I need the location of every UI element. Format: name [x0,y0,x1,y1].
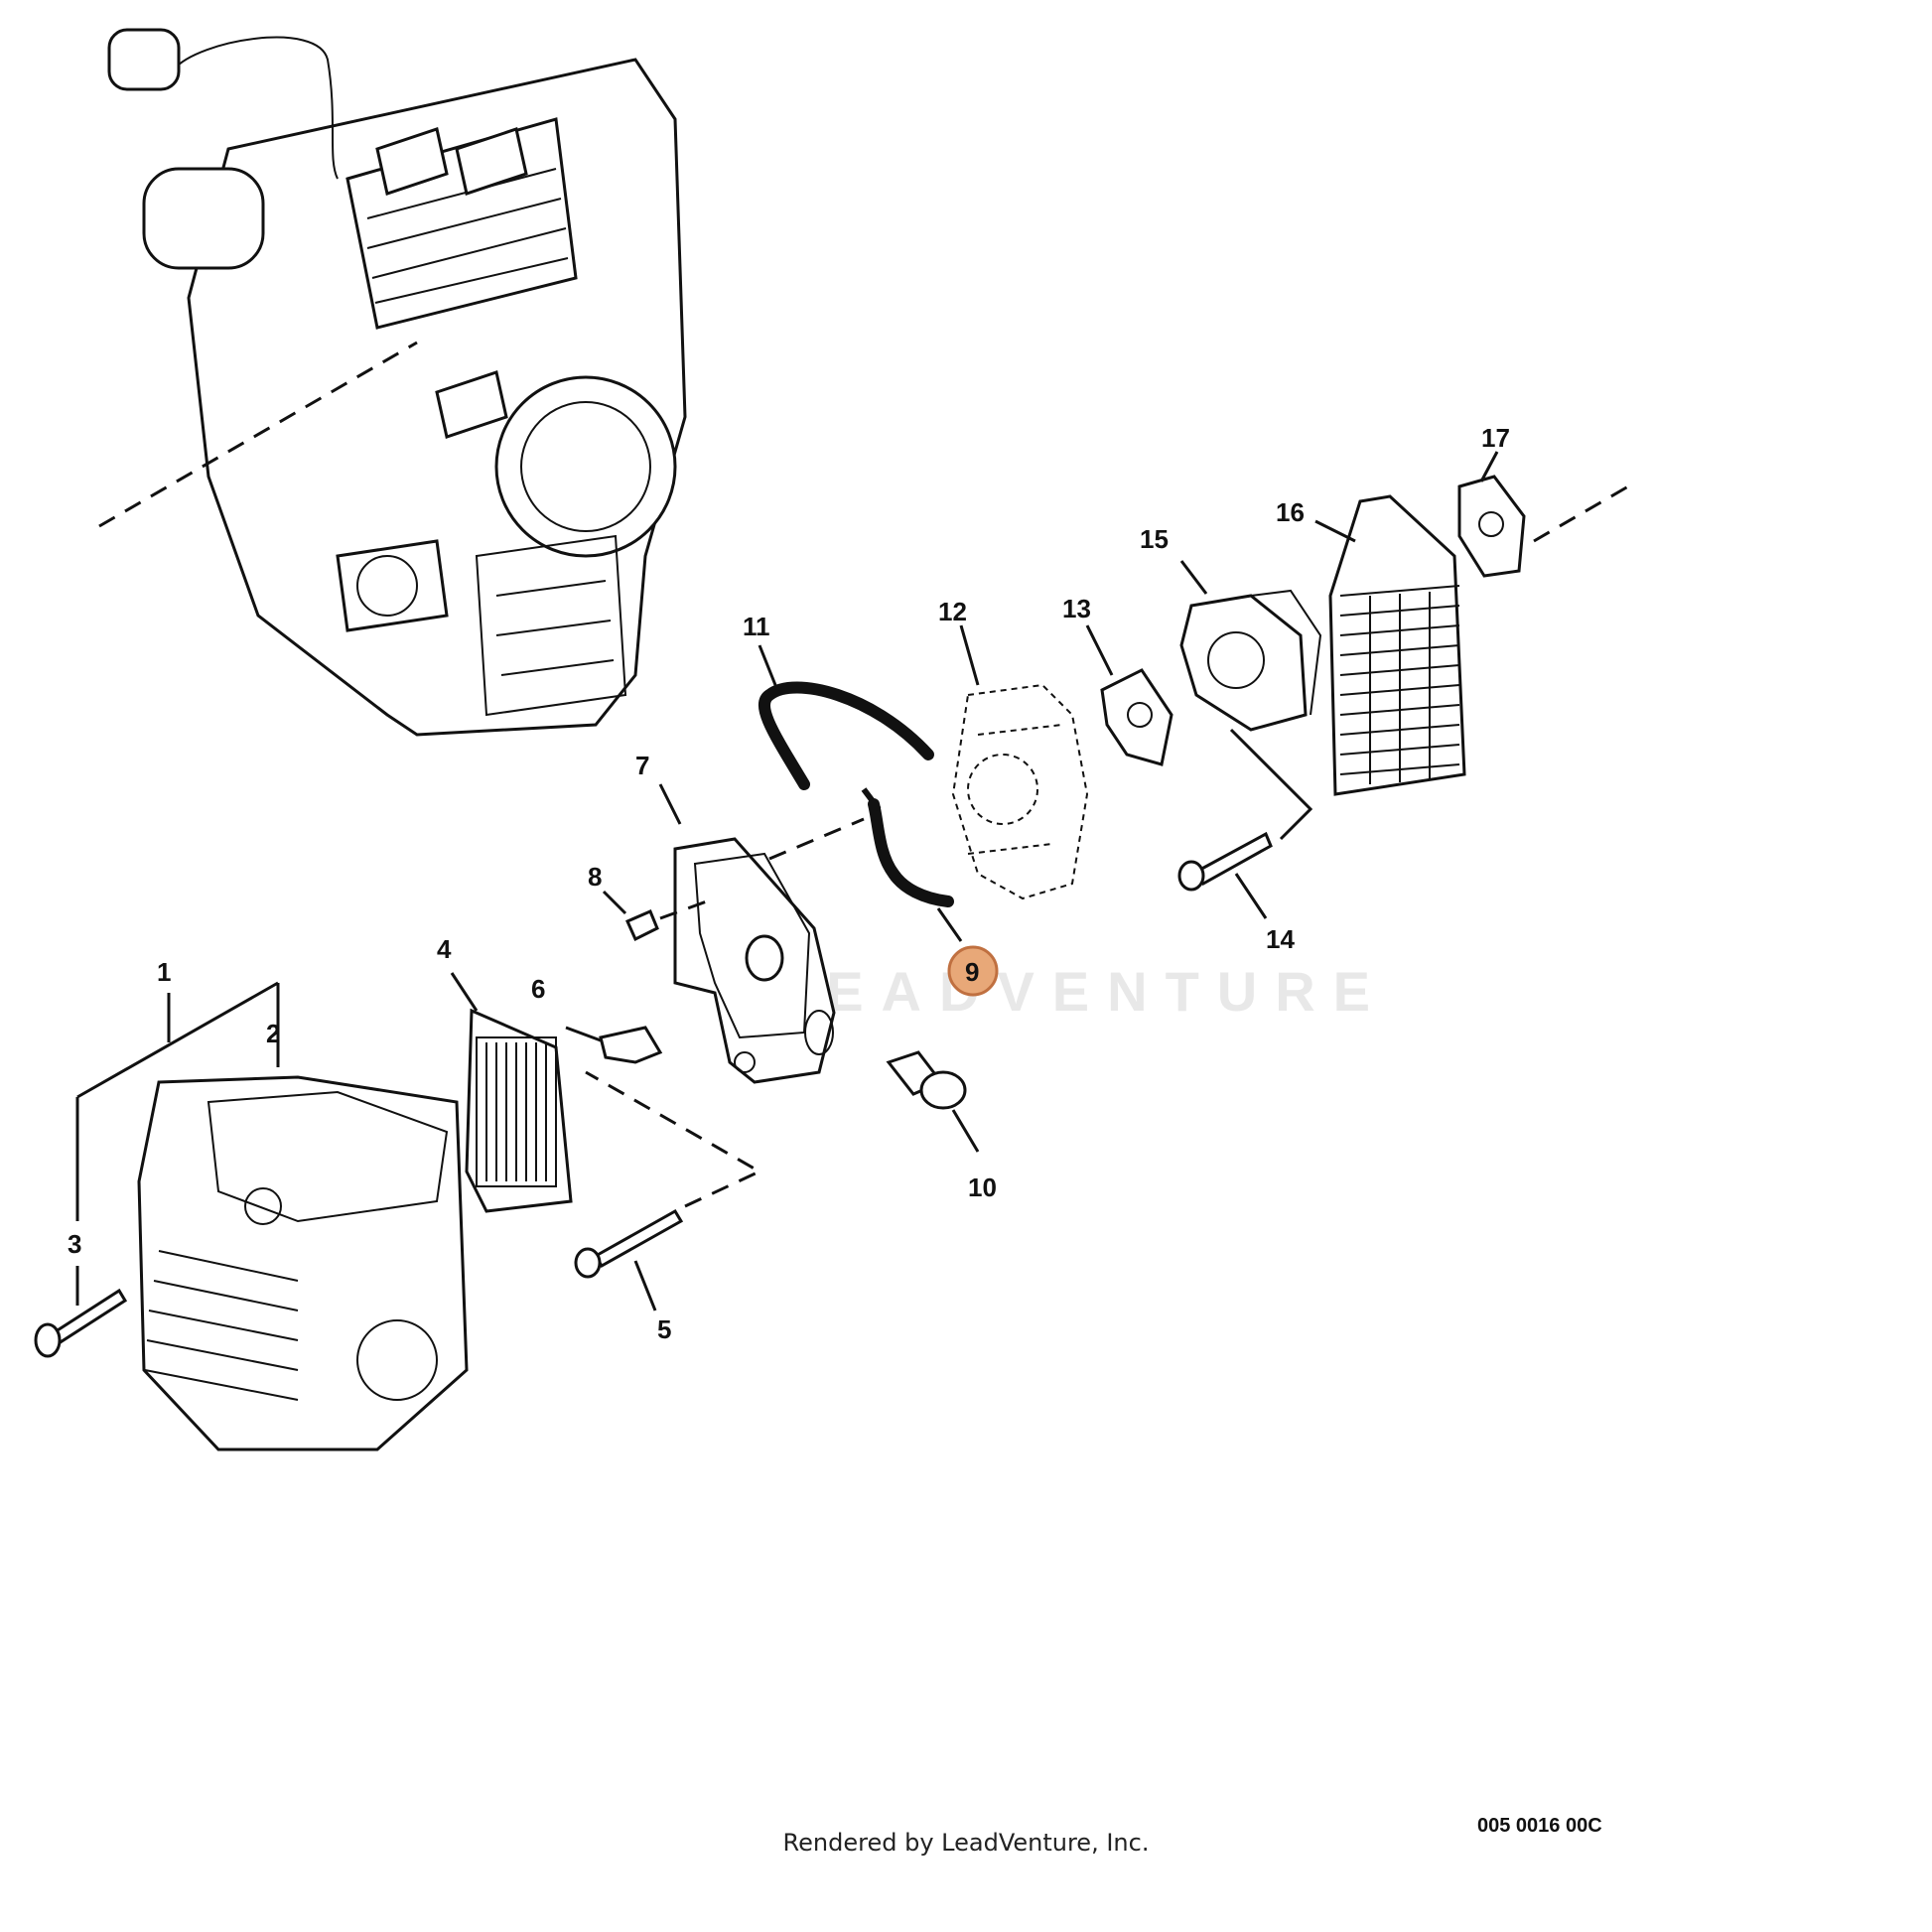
clip [599,1026,663,1064]
dash-7 [768,817,865,861]
leader-15 [1179,560,1208,595]
callout-11[interactable]: 11 [743,612,770,641]
callout-7[interactable]: 7 [635,751,649,780]
callout-12[interactable]: 12 [938,597,967,626]
carb-base-plate [673,837,836,1084]
callout-9-highlight[interactable] [947,945,999,997]
callout-1[interactable]: 1 [157,957,171,987]
callout-15[interactable]: 15 [1140,524,1169,554]
heat-shield [1328,494,1466,796]
callout-3[interactable]: 3 [68,1229,81,1259]
callout-8[interactable]: 8 [588,862,602,892]
fuel-hose-long [759,681,934,790]
exhaust-gasket [1457,475,1526,578]
leader-7 [658,783,682,825]
engine-leader-dash [98,341,418,528]
dash-17 [1533,484,1629,543]
callout-13[interactable]: 13 [1062,594,1091,623]
callout-6[interactable]: 6 [531,974,545,1004]
callout-16[interactable]: 16 [1276,497,1305,527]
fuel-hose-short [861,787,954,907]
sleeve [625,909,659,942]
engine-assembly [107,28,687,737]
leader-6 [565,1026,602,1042]
leader-12 [959,624,980,686]
filter-screw [574,1208,684,1279]
dash-5-to-7 [585,1070,763,1208]
watermark-text: LEADVENTURE [774,960,1388,1023]
intake-flange [1179,589,1322,732]
intake-screw [1177,831,1273,892]
carb-gasket [1100,668,1173,766]
leader-11 [758,644,781,696]
callout-4[interactable]: 4 [437,934,452,964]
primer-bulb [886,1050,967,1110]
leader-8 [602,890,627,915]
leader-13 [1085,624,1114,676]
cover-screw [34,1288,128,1358]
leader-1-2-3 [75,981,280,1306]
leader-14-to-15 [1229,728,1313,841]
callout-9[interactable]: 9 [965,957,979,987]
dash-8 [659,897,716,920]
air-filter-cover [137,1075,469,1451]
leader-4 [450,972,479,1012]
rendered-by-text: Rendered by LeadVenture, Inc. [782,1829,1150,1857]
callout-17[interactable]: 17 [1481,423,1510,453]
leader-9 [936,907,963,942]
leader-10 [951,1109,980,1153]
carburetor [951,683,1089,900]
callout-5[interactable]: 5 [657,1314,671,1344]
figure-code: 005 0016 00C [1477,1815,1602,1837]
air-filter [465,1008,573,1213]
leader-16 [1314,519,1356,543]
leader-5 [633,1260,657,1311]
leader-17 [1479,451,1499,483]
callout-10[interactable]: 10 [968,1173,997,1202]
callout-2[interactable]: 2 [266,1019,280,1048]
leader-14 [1234,873,1268,919]
callout-14[interactable]: 14 [1266,924,1295,954]
